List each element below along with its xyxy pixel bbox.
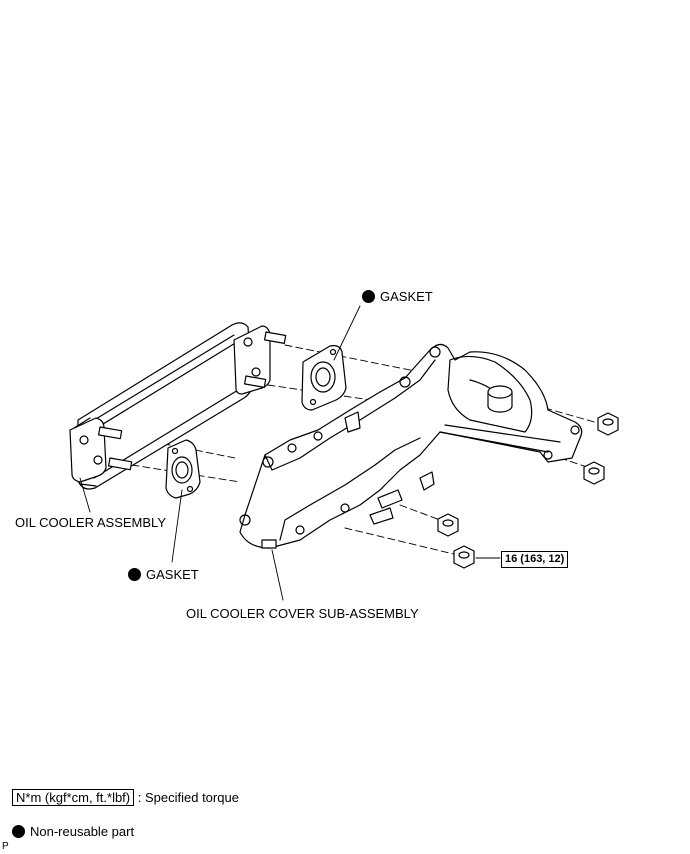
torque-legend: N*m (kgf*cm, ft.*lbf) : Specified torque [12, 789, 239, 806]
gasket-lower-part [165, 439, 201, 499]
nuts [437, 412, 619, 569]
oil-cooler-assembly-label: OIL COOLER ASSEMBLY [15, 515, 166, 530]
oil-cooler-cover-label: OIL COOLER COVER SUB-ASSEMBLY [186, 606, 419, 621]
nut-2 [583, 461, 605, 485]
non-reusable-legend: Non-reusable part [12, 825, 134, 839]
non-reusable-bullet-icon [362, 290, 375, 303]
torque-legend-box: N*m (kgf*cm, ft.*lbf) [12, 789, 135, 806]
oil-cooler-cover-sub-assembly [239, 343, 583, 549]
oil-cooler-assembly [69, 322, 287, 490]
torque-value-box: 16 (163, 12) [501, 551, 569, 568]
leader-lines [79, 305, 501, 601]
torque-legend-description: : Specified torque [137, 790, 239, 805]
diagram-code: P [2, 841, 9, 852]
nut-1 [597, 412, 619, 436]
nut-3 [437, 513, 459, 537]
gasket-bottom-label-text: GASKET [146, 567, 199, 582]
gasket-top-label-text: GASKET [380, 289, 433, 304]
gasket-top-label: GASKET [362, 290, 433, 304]
gasket-upper-part [301, 345, 347, 411]
non-reusable-bullet-icon [128, 568, 141, 581]
non-reusable-legend-text: Non-reusable part [30, 824, 135, 839]
non-reusable-bullet-icon [12, 825, 25, 838]
gasket-bottom-label: GASKET [128, 568, 199, 582]
nut-4 [453, 545, 475, 569]
